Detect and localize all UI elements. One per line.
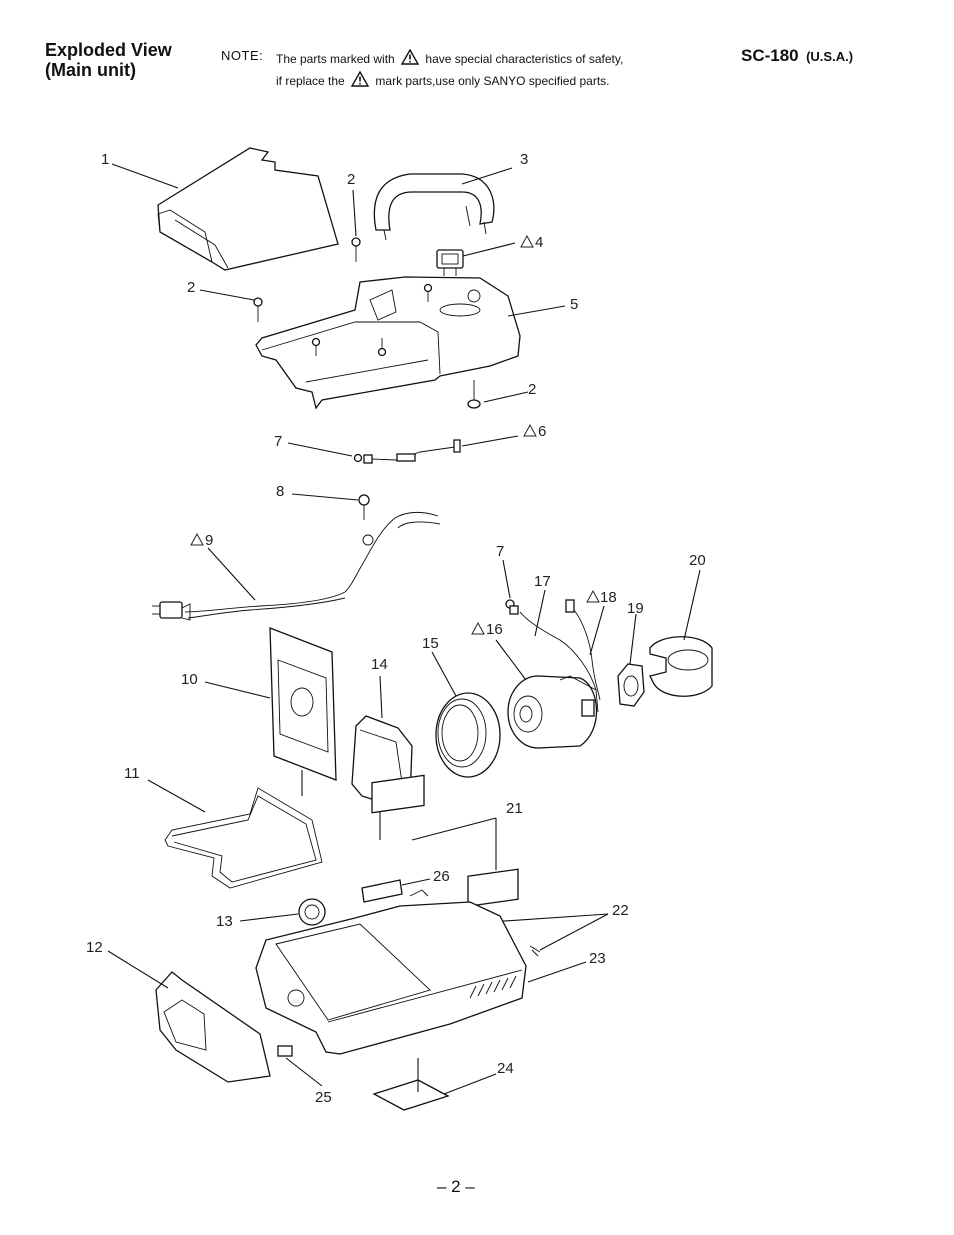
safety-mark-9: 9 bbox=[190, 532, 213, 549]
part-label: 11 bbox=[124, 765, 140, 782]
warning-triangle-icon bbox=[190, 532, 204, 546]
page-title: Exploded View (Main unit) bbox=[45, 40, 172, 80]
warning-triangle-icon bbox=[523, 423, 537, 437]
screw-part bbox=[505, 599, 519, 615]
part-label: 7 bbox=[274, 433, 282, 450]
part-label: 12 bbox=[86, 939, 103, 956]
note-line-1-start: The parts marked with bbox=[276, 52, 395, 66]
safety-mark-16: 16 bbox=[471, 621, 503, 638]
part-label: 9 bbox=[205, 532, 213, 549]
screw-part bbox=[467, 380, 481, 409]
screw-part bbox=[311, 283, 433, 357]
part-label: 6 bbox=[538, 423, 546, 440]
note-line-2: if replace the mark parts,use only SANYO… bbox=[276, 71, 610, 88]
warning-triangle-icon bbox=[401, 49, 420, 65]
screw-part bbox=[358, 494, 370, 520]
motor-mount-part bbox=[617, 663, 645, 707]
part-label: 24 bbox=[497, 1060, 514, 1077]
block-part bbox=[277, 1045, 293, 1057]
part-label: 23 bbox=[589, 950, 606, 967]
part-label: 22 bbox=[612, 902, 629, 919]
part-label: 7 bbox=[496, 543, 504, 560]
part-label: 19 bbox=[627, 600, 644, 617]
terminal-lead-part bbox=[353, 439, 461, 464]
part-label: 3 bbox=[520, 151, 528, 168]
part-label: 20 bbox=[689, 552, 706, 569]
note-label: NOTE: bbox=[221, 48, 264, 63]
part-label: 21 bbox=[506, 800, 523, 817]
front-bumper-part bbox=[155, 971, 271, 1083]
wheel-part bbox=[298, 898, 326, 926]
note-line-1: The parts marked with have special chara… bbox=[276, 49, 623, 66]
warning-triangle-icon bbox=[520, 234, 534, 248]
part-label: 5 bbox=[570, 296, 578, 313]
lower-body-part bbox=[255, 901, 527, 1055]
filter-part bbox=[371, 774, 519, 907]
part-label: 15 bbox=[422, 635, 439, 652]
exhaust-cover-part bbox=[649, 636, 713, 697]
warning-triangle-icon bbox=[586, 589, 600, 603]
safety-mark-4: 4 bbox=[520, 234, 543, 251]
sheet-part bbox=[372, 1079, 450, 1111]
safety-mark-6: 6 bbox=[523, 423, 546, 440]
warning-triangle-icon bbox=[471, 621, 485, 635]
part-label: 14 bbox=[371, 656, 388, 673]
part-label: 2 bbox=[187, 279, 195, 296]
note-line-2-start: if replace the bbox=[276, 74, 345, 88]
part-label: 16 bbox=[486, 621, 503, 638]
part-label: 2 bbox=[347, 171, 355, 188]
part-label: 8 bbox=[276, 483, 284, 500]
title-line-2: (Main unit) bbox=[45, 60, 136, 80]
part-label: 26 bbox=[433, 868, 450, 885]
model-number: SC-180 bbox=[741, 46, 799, 65]
part-label: 10 bbox=[181, 671, 198, 688]
switch-part bbox=[436, 249, 464, 276]
safety-mark-18: 18 bbox=[586, 589, 617, 606]
note-line-2-end: mark parts,use only SANYO specified part… bbox=[375, 74, 610, 88]
part-label: 4 bbox=[535, 234, 543, 251]
upper-housing-part bbox=[255, 276, 521, 410]
motor-part bbox=[507, 675, 599, 749]
power-cord-part bbox=[152, 511, 441, 621]
page-number: – 2 – bbox=[437, 1177, 475, 1196]
part-label: 25 bbox=[315, 1089, 332, 1106]
model-region: (U.S.A.) bbox=[806, 49, 854, 64]
screw-part bbox=[351, 237, 361, 262]
frame-part bbox=[164, 787, 323, 889]
filter-panel-part bbox=[269, 627, 337, 781]
part-label: 18 bbox=[600, 589, 617, 606]
part-label: 2 bbox=[528, 381, 536, 398]
ring-part bbox=[435, 692, 501, 778]
small-filter-part bbox=[361, 879, 429, 903]
part-label: 17 bbox=[534, 573, 551, 590]
handle-part bbox=[373, 173, 495, 241]
lead-wire-part bbox=[519, 611, 597, 691]
top-cover-part bbox=[157, 147, 339, 271]
title-line-1: Exploded View bbox=[45, 40, 172, 60]
warning-triangle-icon bbox=[351, 71, 370, 87]
screw-part bbox=[253, 297, 263, 322]
note-line-1-end: have special characteristics of safety, bbox=[425, 52, 624, 66]
part-label: 13 bbox=[216, 913, 233, 930]
model-heading: SC-180 (U.S.A.) bbox=[741, 46, 853, 66]
part-label: 1 bbox=[101, 151, 109, 168]
terminal-part bbox=[565, 599, 601, 701]
